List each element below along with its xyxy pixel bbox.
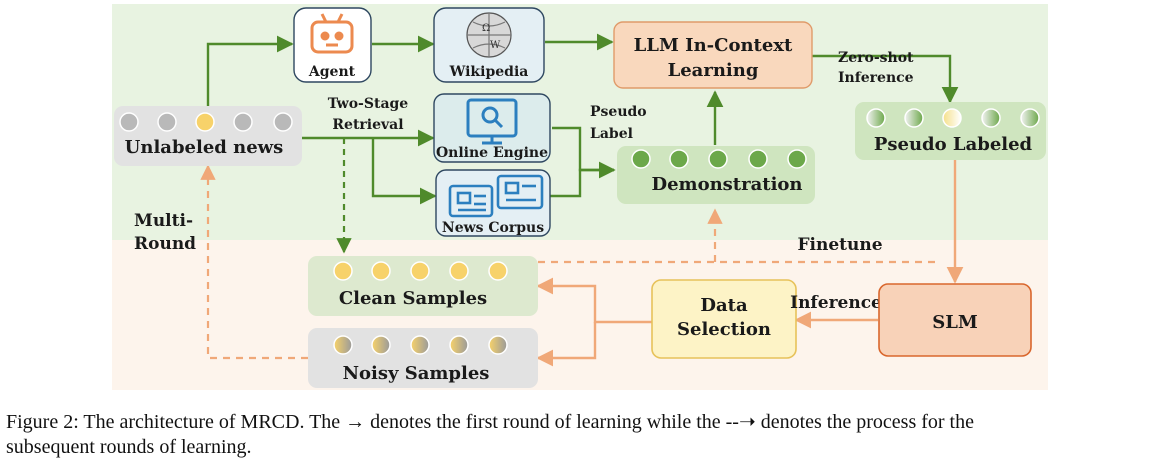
- online-engine-label: Online Engine: [436, 145, 548, 161]
- llm-label-line2: Learning: [668, 60, 759, 81]
- zero-shot-label-line1: Zero-shot: [838, 50, 914, 66]
- unlabeled-news-tokens: [119, 112, 293, 132]
- clean-samples-label: Clean Samples: [339, 288, 487, 309]
- pseudo-labeled-tokens: [866, 108, 1040, 128]
- arrow-llm-to-pseudo-labeled: [812, 54, 959, 104]
- dashed-orange-arrows: [200, 164, 940, 360]
- two-stage-label-line2: Retrieval: [332, 117, 403, 133]
- token-gray: [233, 112, 253, 132]
- token-yellow: [488, 261, 508, 281]
- arrow-selection-to-clean: [536, 277, 652, 324]
- token-yellow: [371, 261, 391, 281]
- token-gradient-noisy: [333, 335, 353, 355]
- online-engine-box: [433, 93, 551, 163]
- news-corpus-label: News Corpus: [442, 220, 544, 236]
- data-selection-box: [651, 279, 797, 359]
- demonstration-label: Demonstration: [651, 174, 802, 195]
- data-selection-label-line2: Selection: [677, 319, 771, 340]
- token-gradient-green: [981, 108, 1001, 128]
- token-green: [708, 149, 728, 169]
- token-gradient-green: [1020, 108, 1040, 128]
- noisy-samples-label: Noisy Samples: [343, 363, 490, 384]
- arrow-news-to-agent: [206, 35, 294, 108]
- clean-samples-tokens: [333, 261, 508, 281]
- caption-line-2: subsequent rounds of learning.: [6, 436, 252, 458]
- svg-text:W: W: [490, 40, 501, 51]
- pseudo-labeled-label: Pseudo Labeled: [874, 134, 1033, 155]
- token-gray: [157, 112, 177, 132]
- pseudo-label-line2: Label: [590, 126, 633, 142]
- clean-samples-box: [308, 256, 538, 316]
- unlabeled-news-label: Unlabeled news: [125, 137, 284, 158]
- slm-box: [878, 283, 1032, 357]
- noisy-samples-tokens: [333, 335, 508, 355]
- noisy-samples-box: [308, 328, 538, 388]
- demonstration-tokens: [631, 149, 807, 169]
- token-gradient-noisy: [371, 335, 391, 355]
- token-gradient-green: [904, 108, 924, 128]
- two-stage-label-line1: Two-Stage: [328, 96, 409, 112]
- multi-round-label-line1: Multi-: [134, 211, 193, 231]
- token-green: [631, 149, 651, 169]
- token-yellow: [195, 112, 215, 132]
- caption-line-1: Figure 2: The architecture of MRCD. The …: [6, 411, 974, 433]
- pseudo-label-line1: Pseudo: [590, 104, 647, 120]
- llm-in-context-learning-box: [613, 21, 813, 89]
- agent-label: Agent: [308, 64, 356, 80]
- token-gradient-yellow: [942, 108, 962, 128]
- token-gradient-noisy: [410, 335, 430, 355]
- svg-text:Ω: Ω: [482, 23, 490, 34]
- token-yellow: [333, 261, 353, 281]
- wikipedia-globe-icon: Ω W: [466, 12, 512, 58]
- arrow-retrieval-to-news-corpus: [371, 138, 437, 205]
- slm-label: SLM: [932, 312, 978, 333]
- llm-label-line1: LLM In-Context: [634, 35, 793, 56]
- token-gradient-noisy: [449, 335, 469, 355]
- finetune-label: Finetune: [797, 235, 882, 255]
- news-card-icon: [448, 174, 544, 218]
- robot-head-icon: [310, 13, 354, 54]
- multi-round-label-line2: Round: [134, 234, 196, 254]
- token-yellow: [410, 261, 430, 281]
- zero-shot-label-line2: Inference: [838, 70, 914, 86]
- token-gray: [119, 112, 139, 132]
- arrow-news-corpus-to-demonstration: [550, 161, 616, 198]
- token-green: [748, 149, 768, 169]
- token-yellow: [449, 261, 469, 281]
- monitor-search-icon: [466, 98, 518, 145]
- token-gray: [273, 112, 293, 132]
- inference-label: Inference: [790, 293, 882, 313]
- token-green: [787, 149, 807, 169]
- token-green: [669, 149, 689, 169]
- data-selection-label-line1: Data: [700, 295, 748, 316]
- solid-arrows: [206, 33, 959, 205]
- token-gradient-noisy: [488, 335, 508, 355]
- token-gradient-green: [866, 108, 886, 128]
- orange-arrows: [536, 160, 964, 367]
- figure-caption: Figure 2: The architecture of MRCD. The …: [6, 410, 1156, 460]
- wikipedia-label: Wikipedia: [449, 64, 529, 80]
- arrow-selection-to-noisy: [536, 322, 597, 367]
- arrow-noisy-multi-round: [200, 164, 308, 360]
